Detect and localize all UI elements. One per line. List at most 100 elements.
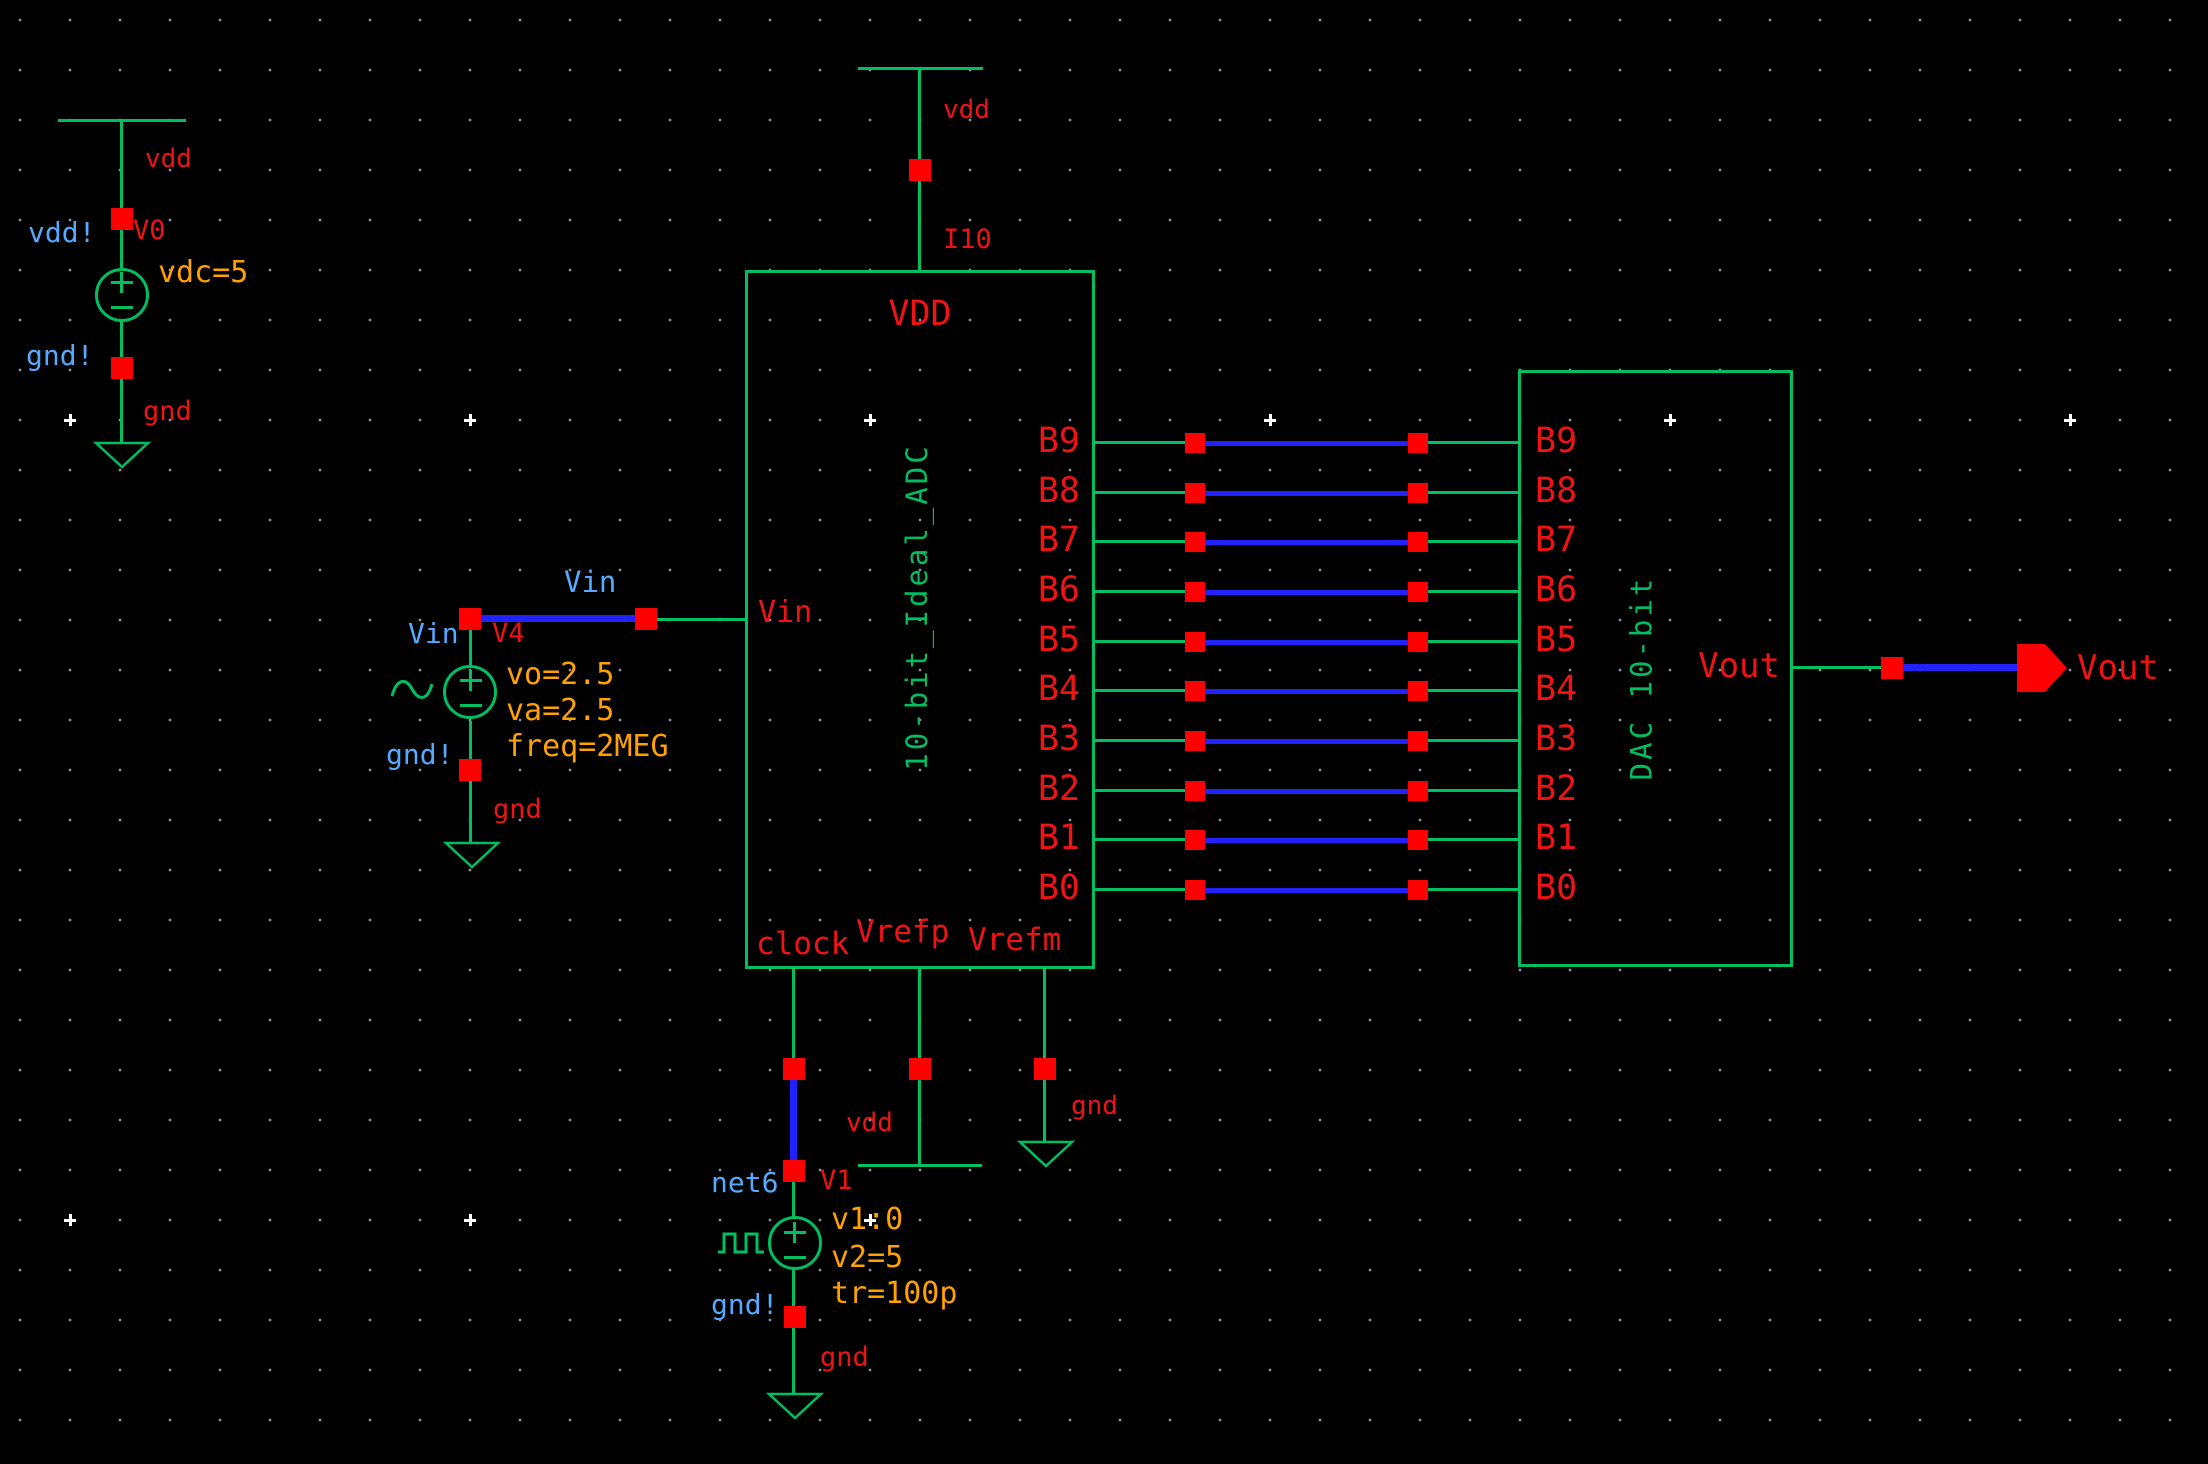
wire[interactable] bbox=[1793, 666, 1882, 669]
wire[interactable] bbox=[120, 322, 123, 443]
gnd-symbol-label[interactable]: gnd bbox=[143, 396, 192, 427]
param-freq[interactable]: freq=2MEG bbox=[506, 729, 669, 764]
gnd-symbol-label[interactable]: gnd bbox=[820, 1342, 869, 1373]
bus-wire[interactable] bbox=[1205, 739, 1408, 744]
vdd-rail-label[interactable]: vdd bbox=[943, 95, 990, 125]
pin-square[interactable] bbox=[635, 608, 657, 630]
output-port-label[interactable]: Vout bbox=[2077, 648, 2159, 688]
pin-square[interactable] bbox=[1185, 731, 1205, 751]
vdd-rail-stem[interactable] bbox=[120, 122, 123, 268]
vdd-rail-bar[interactable] bbox=[858, 67, 983, 70]
instance-label-v0[interactable]: V0 bbox=[133, 215, 166, 246]
instance-label-v4[interactable]: V4 bbox=[492, 618, 525, 649]
instance-label-v1[interactable]: V1 bbox=[820, 1165, 853, 1196]
wire[interactable] bbox=[1428, 590, 1518, 593]
dc-source-symbol[interactable] bbox=[95, 268, 149, 322]
clock-net-wire[interactable] bbox=[790, 1080, 797, 1160]
pin-square[interactable] bbox=[909, 1058, 931, 1080]
wire[interactable] bbox=[1095, 540, 1185, 543]
pin-square[interactable] bbox=[1185, 532, 1205, 552]
pulse-source-symbol[interactable] bbox=[768, 1216, 822, 1270]
wire[interactable] bbox=[1043, 969, 1046, 1142]
pin-square[interactable] bbox=[111, 357, 133, 379]
gnd-symbol[interactable] bbox=[442, 841, 502, 869]
wire[interactable] bbox=[1095, 491, 1185, 494]
wire[interactable] bbox=[1095, 441, 1185, 444]
gnd-symbol[interactable] bbox=[92, 441, 152, 469]
pin-square[interactable] bbox=[459, 759, 481, 781]
pin-square[interactable] bbox=[1185, 681, 1205, 701]
pin-square[interactable] bbox=[1185, 880, 1205, 900]
pin-square[interactable] bbox=[1881, 657, 1903, 679]
pin-square[interactable] bbox=[1185, 830, 1205, 850]
pin-square[interactable] bbox=[784, 1306, 806, 1328]
bus-wire[interactable] bbox=[1205, 640, 1408, 645]
pin-square[interactable] bbox=[1408, 632, 1428, 652]
wire[interactable] bbox=[1095, 689, 1185, 692]
wire[interactable] bbox=[1428, 640, 1518, 643]
wire[interactable] bbox=[469, 721, 472, 843]
gnd-symbol-label[interactable]: gnd bbox=[493, 794, 542, 825]
wire[interactable] bbox=[1095, 739, 1185, 742]
param-tr[interactable]: tr=100p bbox=[831, 1276, 958, 1311]
wire[interactable] bbox=[1095, 789, 1185, 792]
pin-square[interactable] bbox=[1408, 681, 1428, 701]
vdd-rail-bar[interactable] bbox=[858, 1164, 982, 1167]
net-label-vin[interactable]: Vin bbox=[408, 617, 459, 650]
wire[interactable] bbox=[1428, 491, 1518, 494]
dac-block[interactable] bbox=[1518, 370, 1793, 967]
net-label-gnd[interactable]: gnd! bbox=[26, 339, 94, 372]
vdd-rail-label[interactable]: vdd bbox=[145, 144, 192, 174]
wire-net-label-vin[interactable]: Vin bbox=[564, 565, 617, 599]
pin-square[interactable] bbox=[1408, 532, 1428, 552]
param-v2[interactable]: v2=5 bbox=[831, 1240, 904, 1275]
pin-square[interactable] bbox=[1185, 483, 1205, 503]
bus-wire[interactable] bbox=[1205, 540, 1408, 545]
vout-net-wire[interactable] bbox=[1903, 664, 2017, 671]
net-label-gnd[interactable]: gnd! bbox=[711, 1288, 779, 1321]
pin-square[interactable] bbox=[1408, 433, 1428, 453]
pin-square[interactable] bbox=[1408, 880, 1428, 900]
bus-wire[interactable] bbox=[1205, 838, 1408, 843]
wire[interactable] bbox=[792, 1182, 795, 1218]
vdd-rail-bar[interactable] bbox=[58, 119, 186, 122]
pin-square[interactable] bbox=[111, 208, 133, 230]
wire[interactable] bbox=[792, 1270, 795, 1394]
pin-square[interactable] bbox=[783, 1160, 805, 1182]
pin-square[interactable] bbox=[1185, 632, 1205, 652]
bus-wire[interactable] bbox=[1205, 689, 1408, 694]
net-label-net6[interactable]: net6 bbox=[711, 1166, 779, 1199]
wire[interactable] bbox=[792, 969, 795, 1059]
bus-wire[interactable] bbox=[1205, 789, 1408, 794]
bus-wire[interactable] bbox=[1205, 441, 1408, 446]
net-label-vdd[interactable]: vdd! bbox=[28, 216, 96, 249]
pin-square[interactable] bbox=[1185, 433, 1205, 453]
wire[interactable] bbox=[1428, 739, 1518, 742]
pin-square[interactable] bbox=[1034, 1058, 1056, 1080]
sine-source-symbol[interactable] bbox=[443, 665, 497, 719]
wire[interactable] bbox=[469, 630, 472, 666]
bus-wire[interactable] bbox=[1205, 888, 1408, 893]
param-v1[interactable]: v1:0 bbox=[831, 1202, 904, 1237]
wire[interactable] bbox=[1428, 789, 1518, 792]
pin-square[interactable] bbox=[783, 1058, 805, 1080]
param-vdc[interactable]: vdc=5 bbox=[158, 255, 249, 290]
adc-block[interactable] bbox=[745, 270, 1095, 969]
pin-square[interactable] bbox=[459, 608, 481, 630]
pin-square[interactable] bbox=[1408, 582, 1428, 602]
pin-square[interactable] bbox=[1408, 731, 1428, 751]
gnd-symbol[interactable] bbox=[765, 1392, 825, 1420]
wire[interactable] bbox=[1095, 888, 1185, 891]
output-port-symbol[interactable] bbox=[2017, 644, 2069, 692]
gnd-symbol[interactable] bbox=[1016, 1140, 1076, 1168]
pin-square[interactable] bbox=[1185, 582, 1205, 602]
wire[interactable] bbox=[1428, 888, 1518, 891]
wire[interactable] bbox=[1095, 838, 1185, 841]
wire[interactable] bbox=[1428, 540, 1518, 543]
pin-square[interactable] bbox=[1408, 483, 1428, 503]
wire[interactable] bbox=[1095, 640, 1185, 643]
bus-wire[interactable] bbox=[1205, 590, 1408, 595]
bus-wire[interactable] bbox=[1205, 491, 1408, 496]
pin-square[interactable] bbox=[1408, 781, 1428, 801]
